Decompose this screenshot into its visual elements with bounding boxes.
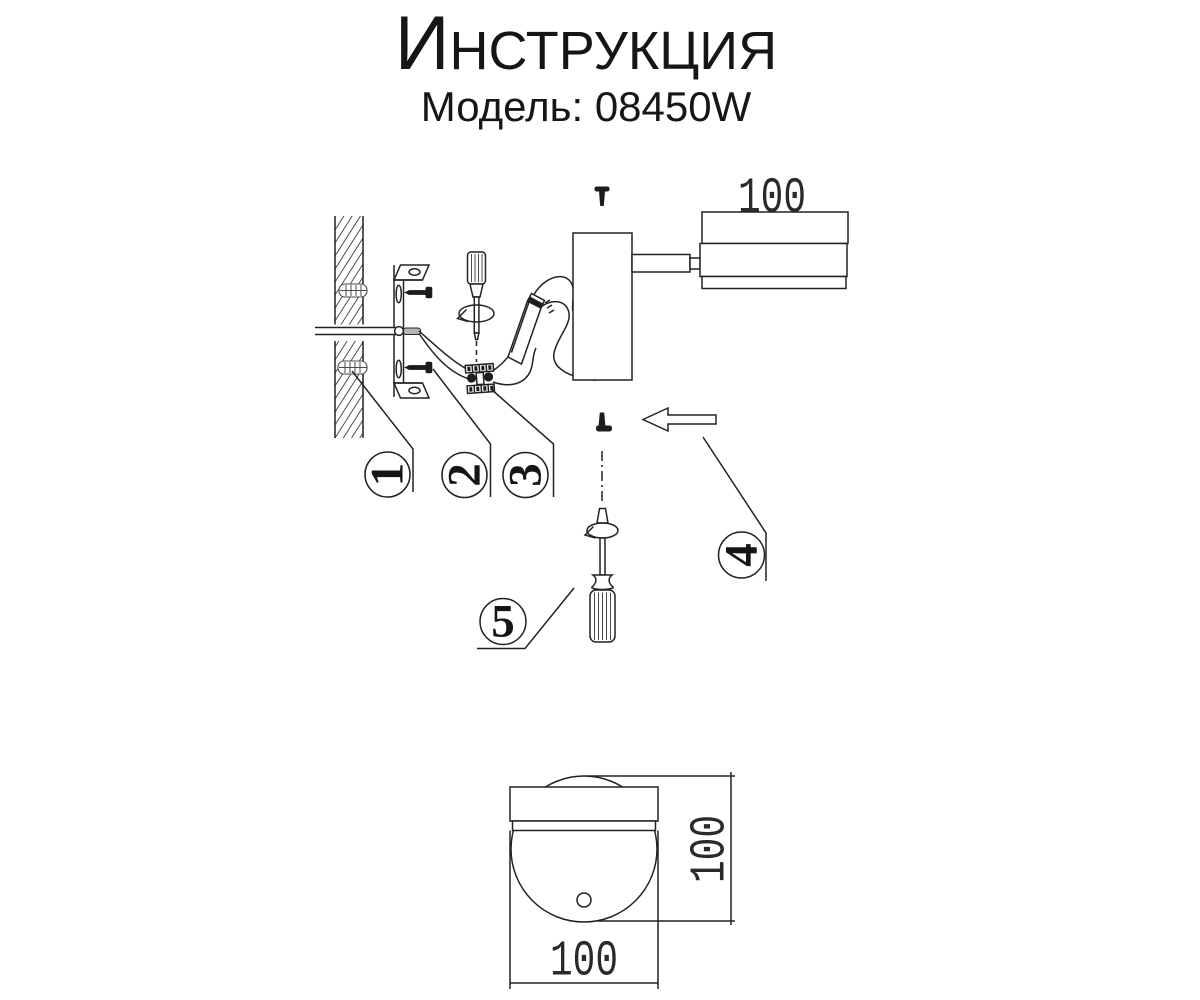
terminal-box xyxy=(507,292,555,366)
title-initial: И xyxy=(394,1,450,86)
leader-3 xyxy=(490,388,555,497)
front-view-shade-circle xyxy=(510,775,658,923)
lamp-shade xyxy=(699,211,849,290)
terminal-box-screws xyxy=(544,299,555,314)
cable-sleeve xyxy=(403,327,421,335)
bracket-screw-bottom xyxy=(404,361,433,374)
callouts: 1 2 3 4 5 xyxy=(362,451,768,648)
callout-2-label: 2 xyxy=(439,463,491,487)
wire-b xyxy=(418,333,468,380)
wall-anchor-top xyxy=(338,283,368,298)
connector-screw-left xyxy=(466,373,477,383)
leader-lines xyxy=(351,368,767,650)
height-dimension: 100 xyxy=(586,772,740,925)
bracket-slot-top xyxy=(395,284,403,304)
screwdriver-upper-handle xyxy=(466,251,487,285)
cable-entry-hole xyxy=(393,325,405,337)
wall xyxy=(333,216,368,438)
callout-1-circle xyxy=(364,451,411,498)
callout-1-label: 1 xyxy=(362,463,414,487)
wall-anchor-bottom xyxy=(337,360,368,375)
mounting-screw-bottom xyxy=(596,412,612,432)
callout-2-circle xyxy=(441,451,488,499)
model-label: Модель: xyxy=(420,83,584,130)
front-view-switch xyxy=(576,892,592,908)
height-dimension-label: 100 xyxy=(683,815,740,883)
wall-lines xyxy=(334,216,364,438)
screwdriver-lower xyxy=(583,507,619,643)
front-view-rim-band xyxy=(511,820,657,832)
rotation-arrow-upper xyxy=(456,304,495,323)
bracket-screw-top xyxy=(404,286,433,299)
connector-screw-right xyxy=(483,372,494,382)
bracket-slot-bottom xyxy=(395,359,403,379)
wires xyxy=(418,275,597,386)
front-view-top-band xyxy=(509,786,659,822)
wire-e xyxy=(536,301,597,381)
callout-5-label: 5 xyxy=(491,596,515,648)
lamp-body xyxy=(572,232,633,381)
title-rest: НСТРУКЦИЯ xyxy=(449,21,778,81)
direction-arrow xyxy=(641,406,717,433)
sheet-header: ИНСТРУКЦИЯ Модель: 08450W xyxy=(0,6,1186,129)
leader-2 xyxy=(432,368,492,497)
lamp-arm-joint xyxy=(689,257,701,270)
bracket-hole-bottom xyxy=(408,386,421,395)
bracket-hole-top xyxy=(408,268,421,276)
terminal-connector xyxy=(464,362,496,395)
lamp-arm xyxy=(631,253,691,273)
model-value: 08450W xyxy=(594,83,752,130)
leader-5 xyxy=(477,587,575,650)
callout-4-circle xyxy=(717,531,766,579)
callout-4-label: 4 xyxy=(716,543,768,567)
shade-length-dimension: 100 xyxy=(738,171,806,228)
wire-a xyxy=(418,330,468,371)
callout-5-circle xyxy=(479,597,527,646)
page-title: ИНСТРУКЦИЯ xyxy=(0,6,1186,83)
callout-3-label: 3 xyxy=(500,463,552,487)
model-line: Модель: 08450W xyxy=(0,85,1186,129)
rotation-arrow-lower xyxy=(583,522,619,539)
width-dimension-label: 100 xyxy=(550,934,618,991)
mounting-screw-top xyxy=(594,186,610,206)
callout-3-circle xyxy=(502,451,549,499)
wire-f xyxy=(492,347,537,386)
lamp: 100 xyxy=(572,171,849,381)
leader-1 xyxy=(351,370,414,492)
screwdriver-upper xyxy=(456,251,495,362)
front-view-outline xyxy=(509,830,659,989)
power-cable xyxy=(315,325,421,337)
front-view: 100 100 xyxy=(509,772,740,991)
leader-4 xyxy=(702,436,767,581)
